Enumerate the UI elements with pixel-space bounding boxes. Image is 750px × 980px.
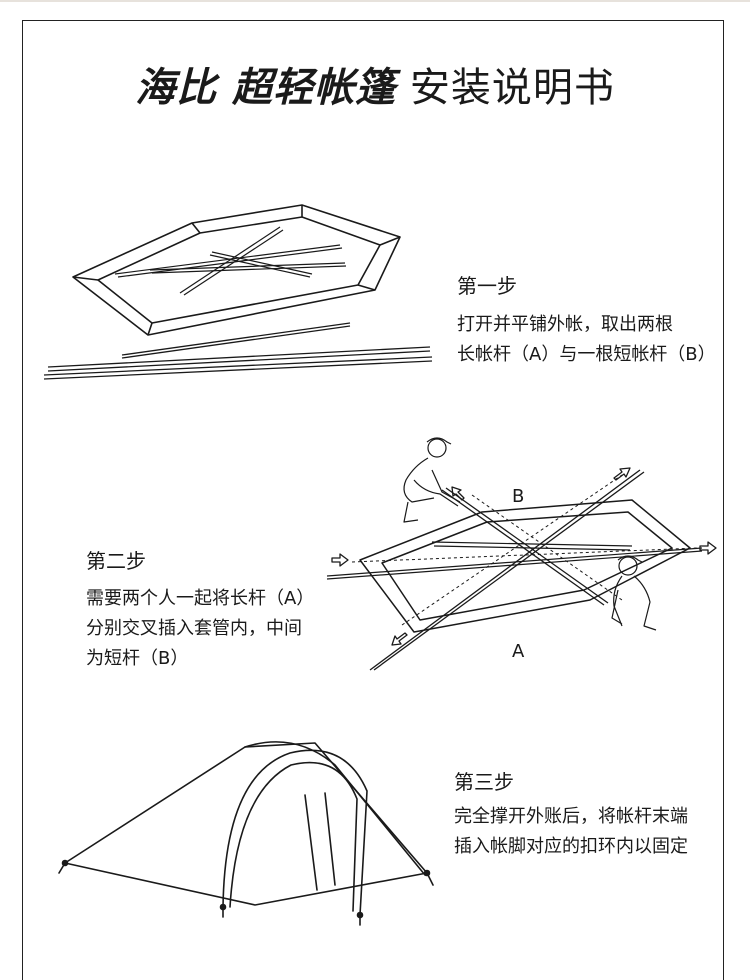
manual-page-frame (22, 20, 724, 980)
step3-heading: 第三步 (454, 770, 514, 794)
person-right (611, 555, 657, 631)
title-manual-label: 安装说明书 (409, 65, 615, 111)
person-left (403, 437, 461, 523)
step3-line: 完全撑开外账后，将帐杆末端 (454, 806, 688, 827)
step2-line: 为短杆（B） (86, 648, 189, 669)
short-pole-b (326, 541, 703, 580)
step2-illustration (326, 437, 717, 671)
guide-lines (351, 474, 698, 626)
step2-description: 需要两个人一起将长杆（A） 分别交叉插入套管内，中间 为短杆（B） (86, 584, 314, 674)
pole-a-label: A (512, 641, 525, 662)
direction-arrows (331, 467, 717, 646)
step1-heading: 第一步 (457, 274, 517, 298)
step2-line: 分别交叉插入套管内，中间 (86, 618, 302, 639)
step1-line: 打开并平铺外帐，取出两根 (457, 314, 673, 335)
pole-b-label: B (512, 486, 525, 507)
step3-illustration (58, 741, 434, 926)
loose-poles (43, 322, 433, 380)
title-product-name: 海比 超轻帐篷 (135, 65, 397, 111)
step1-illustration (43, 204, 433, 380)
top-edge-strip (0, 0, 750, 2)
step3-description: 完全撑开外账后，将帐杆末端 插入帐脚对应的扣环内以固定 (454, 802, 688, 862)
tent-base (64, 862, 428, 906)
step1-description: 打开并平铺外帐，取出两根 长帐杆（A）与一根短帐杆（B） (457, 310, 716, 370)
fly-inner-outline (381, 511, 673, 621)
step1-line: 长帐杆（A）与一根短帐杆（B） (457, 344, 716, 365)
step2-heading: 第二步 (86, 549, 146, 573)
tent-door-arch (222, 749, 368, 916)
tent-ridge (64, 742, 428, 874)
step3-line: 插入帐脚对应的扣环内以固定 (454, 836, 688, 857)
page-title: 海比 超轻帐篷 安装说明书 (0, 60, 750, 116)
step2-line: 需要两个人一起将长杆（A） (86, 588, 315, 609)
